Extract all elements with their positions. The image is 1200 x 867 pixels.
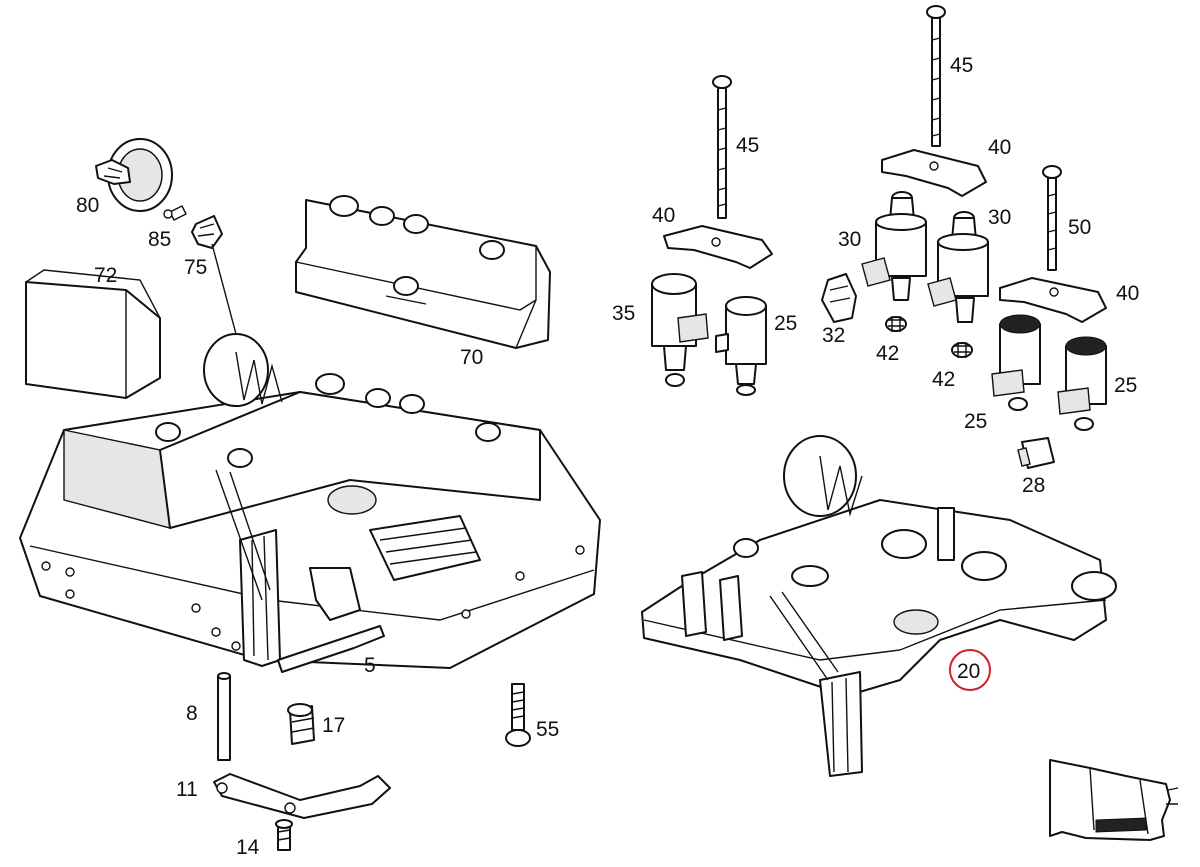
callout-75[interactable]: 75: [184, 256, 207, 279]
part-32-connector[interactable]: [821, 273, 857, 323]
callout-17[interactable]: 17: [322, 714, 345, 737]
callout-25-c[interactable]: 25: [1114, 374, 1137, 397]
part-25-solenoid-a[interactable]: [715, 296, 767, 396]
part-70-valve-cover[interactable]: [295, 195, 551, 349]
callout-14[interactable]: 14: [236, 836, 260, 859]
callout-40-right[interactable]: 40: [1116, 282, 1139, 305]
callout-32[interactable]: 32: [822, 324, 845, 347]
part-40-plate-top[interactable]: [881, 149, 987, 197]
callout-5[interactable]: 5: [364, 654, 376, 677]
callout-8[interactable]: 8: [186, 702, 198, 725]
callout-42-right[interactable]: 42: [932, 368, 955, 391]
part-30-regulator-right[interactable]: [927, 211, 989, 323]
part-35-solenoid[interactable]: [651, 273, 709, 387]
part-11-lever[interactable]: [213, 773, 391, 819]
part-25-solenoid-c[interactable]: [1057, 336, 1107, 431]
part-8-pin[interactable]: [217, 672, 231, 761]
part-45-bolt-right[interactable]: [926, 5, 946, 147]
callout-70[interactable]: 70: [460, 346, 483, 369]
callout-42-left[interactable]: 42: [876, 342, 899, 365]
callout-40-top[interactable]: 40: [988, 136, 1011, 159]
part-55-bolt[interactable]: [505, 683, 531, 747]
part-14-screw[interactable]: [275, 819, 293, 851]
leader-line-75: [211, 243, 237, 335]
part-40-plate-right[interactable]: [999, 277, 1107, 323]
part-17-spring[interactable]: [287, 703, 315, 745]
callout-35[interactable]: 35: [612, 302, 635, 325]
transmission-locator-icon: [1049, 759, 1179, 841]
callout-45-right[interactable]: 45: [950, 54, 973, 77]
callout-50[interactable]: 50: [1068, 216, 1091, 239]
part-28-connector[interactable]: [1017, 437, 1055, 469]
callout-20-highlighted[interactable]: 20: [957, 660, 980, 683]
part-85-pin[interactable]: [163, 205, 187, 221]
callout-55[interactable]: 55: [536, 718, 559, 741]
callout-25-b[interactable]: 25: [964, 410, 987, 433]
callout-45-left[interactable]: 45: [736, 134, 759, 157]
callout-30-right[interactable]: 30: [988, 206, 1011, 229]
callout-28[interactable]: 28: [1022, 474, 1045, 497]
part-42-filter-left[interactable]: [885, 316, 907, 332]
callout-40-left[interactable]: 40: [652, 204, 675, 227]
part-50-bolt[interactable]: [1042, 165, 1062, 271]
highlight-ring-20: [949, 649, 991, 691]
callout-25-a[interactable]: 25: [774, 312, 797, 335]
part-75-lock-clip[interactable]: [191, 215, 223, 249]
part-72-cover[interactable]: [25, 269, 161, 399]
part-40-plate-left[interactable]: [663, 225, 773, 269]
part-5-valve-body-assembly[interactable]: [19, 333, 601, 673]
part-25-solenoid-b[interactable]: [991, 314, 1041, 411]
callout-72[interactable]: 72: [94, 264, 117, 287]
callout-80[interactable]: 80: [76, 194, 99, 217]
part-42-filter-right[interactable]: [951, 342, 973, 358]
callout-11[interactable]: 11: [176, 778, 198, 801]
part-20-housing[interactable]: [641, 435, 1117, 777]
part-80-connector-plug[interactable]: [95, 138, 173, 212]
callout-85[interactable]: 85: [148, 228, 171, 251]
callout-30-left[interactable]: 30: [838, 228, 861, 251]
part-30-regulator-left[interactable]: [861, 191, 927, 301]
part-45-bolt-left[interactable]: [712, 75, 732, 219]
